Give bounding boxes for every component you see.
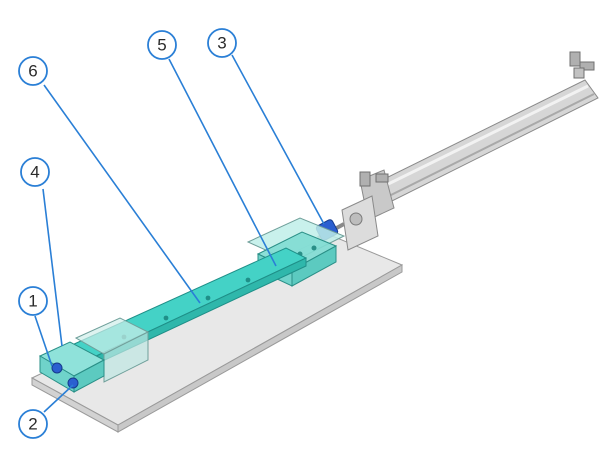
leader-4 <box>42 188 63 347</box>
callout-3: 3 <box>207 28 237 58</box>
callout-5: 5 <box>147 30 177 60</box>
base-plate <box>30 234 404 433</box>
leader-5 <box>168 58 277 267</box>
leader-1 <box>34 315 53 367</box>
callout-3-label: 3 <box>217 34 226 53</box>
callout-4-label: 4 <box>30 163 39 182</box>
pneumatic-cylinder <box>341 51 599 251</box>
callout-5-label: 5 <box>157 36 166 55</box>
leader-2 <box>43 384 74 413</box>
callout-1: 1 <box>18 286 48 316</box>
end-stop-block <box>38 317 150 393</box>
callout-4: 4 <box>20 157 50 187</box>
left-fittings <box>51 362 79 389</box>
callout-6-label: 6 <box>28 62 37 81</box>
leader-3 <box>231 54 325 225</box>
callout-2-label: 2 <box>28 415 37 434</box>
callout-6: 6 <box>18 56 48 86</box>
leader-6 <box>43 84 201 304</box>
callout-1-label: 1 <box>28 292 37 311</box>
leader-lines <box>34 54 325 413</box>
callout-2: 2 <box>18 409 48 439</box>
